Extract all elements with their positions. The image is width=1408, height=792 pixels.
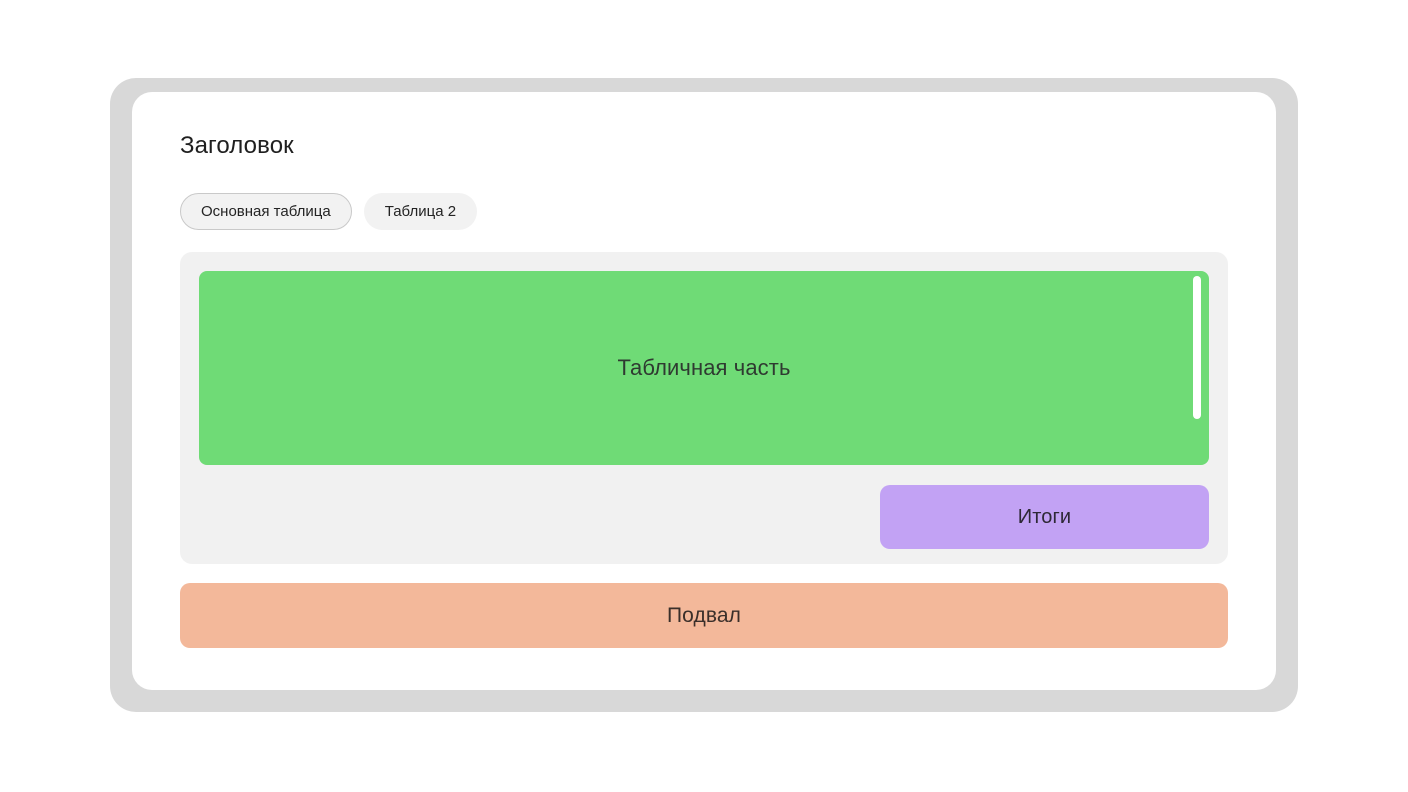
totals-row: Итоги — [199, 485, 1209, 550]
card-panel: Заголовок Основная таблица Таблица 2 Таб… — [132, 92, 1276, 690]
totals-button[interactable]: Итоги — [880, 485, 1209, 550]
table-body-label: Табличная часть — [617, 355, 791, 381]
footer-band: Подвал — [180, 583, 1228, 649]
page-title: Заголовок — [180, 132, 294, 159]
vertical-scrollbar-thumb[interactable] — [1193, 276, 1201, 420]
vertical-scrollbar-track[interactable] — [1193, 276, 1201, 460]
window-frame: Заголовок Основная таблица Таблица 2 Таб… — [110, 78, 1298, 712]
tab-main-table[interactable]: Основная таблица — [180, 192, 352, 231]
table-body[interactable]: Табличная часть — [199, 271, 1209, 466]
tab-bar: Основная таблица Таблица 2 — [180, 192, 1252, 231]
table-panel: Табличная часть Итоги — [180, 252, 1228, 565]
tab-table-2[interactable]: Таблица 2 — [363, 192, 478, 231]
